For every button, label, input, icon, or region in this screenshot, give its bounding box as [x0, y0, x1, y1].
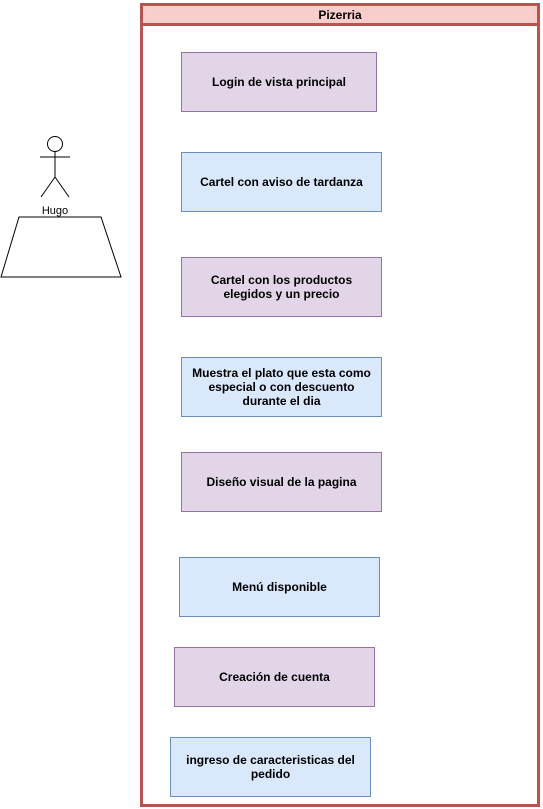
- actor-name: Hugo: [41, 205, 69, 217]
- usecase-daily-special[interactable]: Muestra el plato que esta como especial …: [181, 357, 382, 417]
- usecase-label: Menú disponible: [232, 580, 327, 594]
- usecase-delay-notice[interactable]: Cartel con aviso de tardanza: [181, 152, 382, 212]
- trapezoid-shape: [0, 216, 122, 278]
- usecase-visual-design[interactable]: Diseño visual de la pagina: [181, 452, 382, 512]
- usecase-label: Cartel con los productos elegidos y un p…: [210, 273, 353, 301]
- usecase-login[interactable]: Login de vista principal: [181, 52, 377, 112]
- usecase-label: Cartel con aviso de tardanza: [200, 175, 363, 189]
- usecase-label: Muestra el plato que esta como especial …: [192, 366, 371, 408]
- usecase-menu-available[interactable]: Menú disponible: [179, 557, 380, 617]
- usecase-order-details[interactable]: ingreso de caracteristicas del pedido: [170, 737, 371, 797]
- system-title: Pizerria: [143, 6, 537, 26]
- usecase-label: ingreso de caracteristicas del pedido: [186, 753, 355, 781]
- usecase-label: Creación de cuenta: [219, 670, 330, 684]
- usecase-label: Login de vista principal: [211, 75, 347, 89]
- usecase-account-creation[interactable]: Creación de cuenta: [174, 647, 375, 707]
- usecase-label: Diseño visual de la pagina: [206, 475, 357, 489]
- usecase-selected-products[interactable]: Cartel con los productos elegidos y un p…: [181, 257, 382, 317]
- stick-figure-icon: [40, 136, 70, 198]
